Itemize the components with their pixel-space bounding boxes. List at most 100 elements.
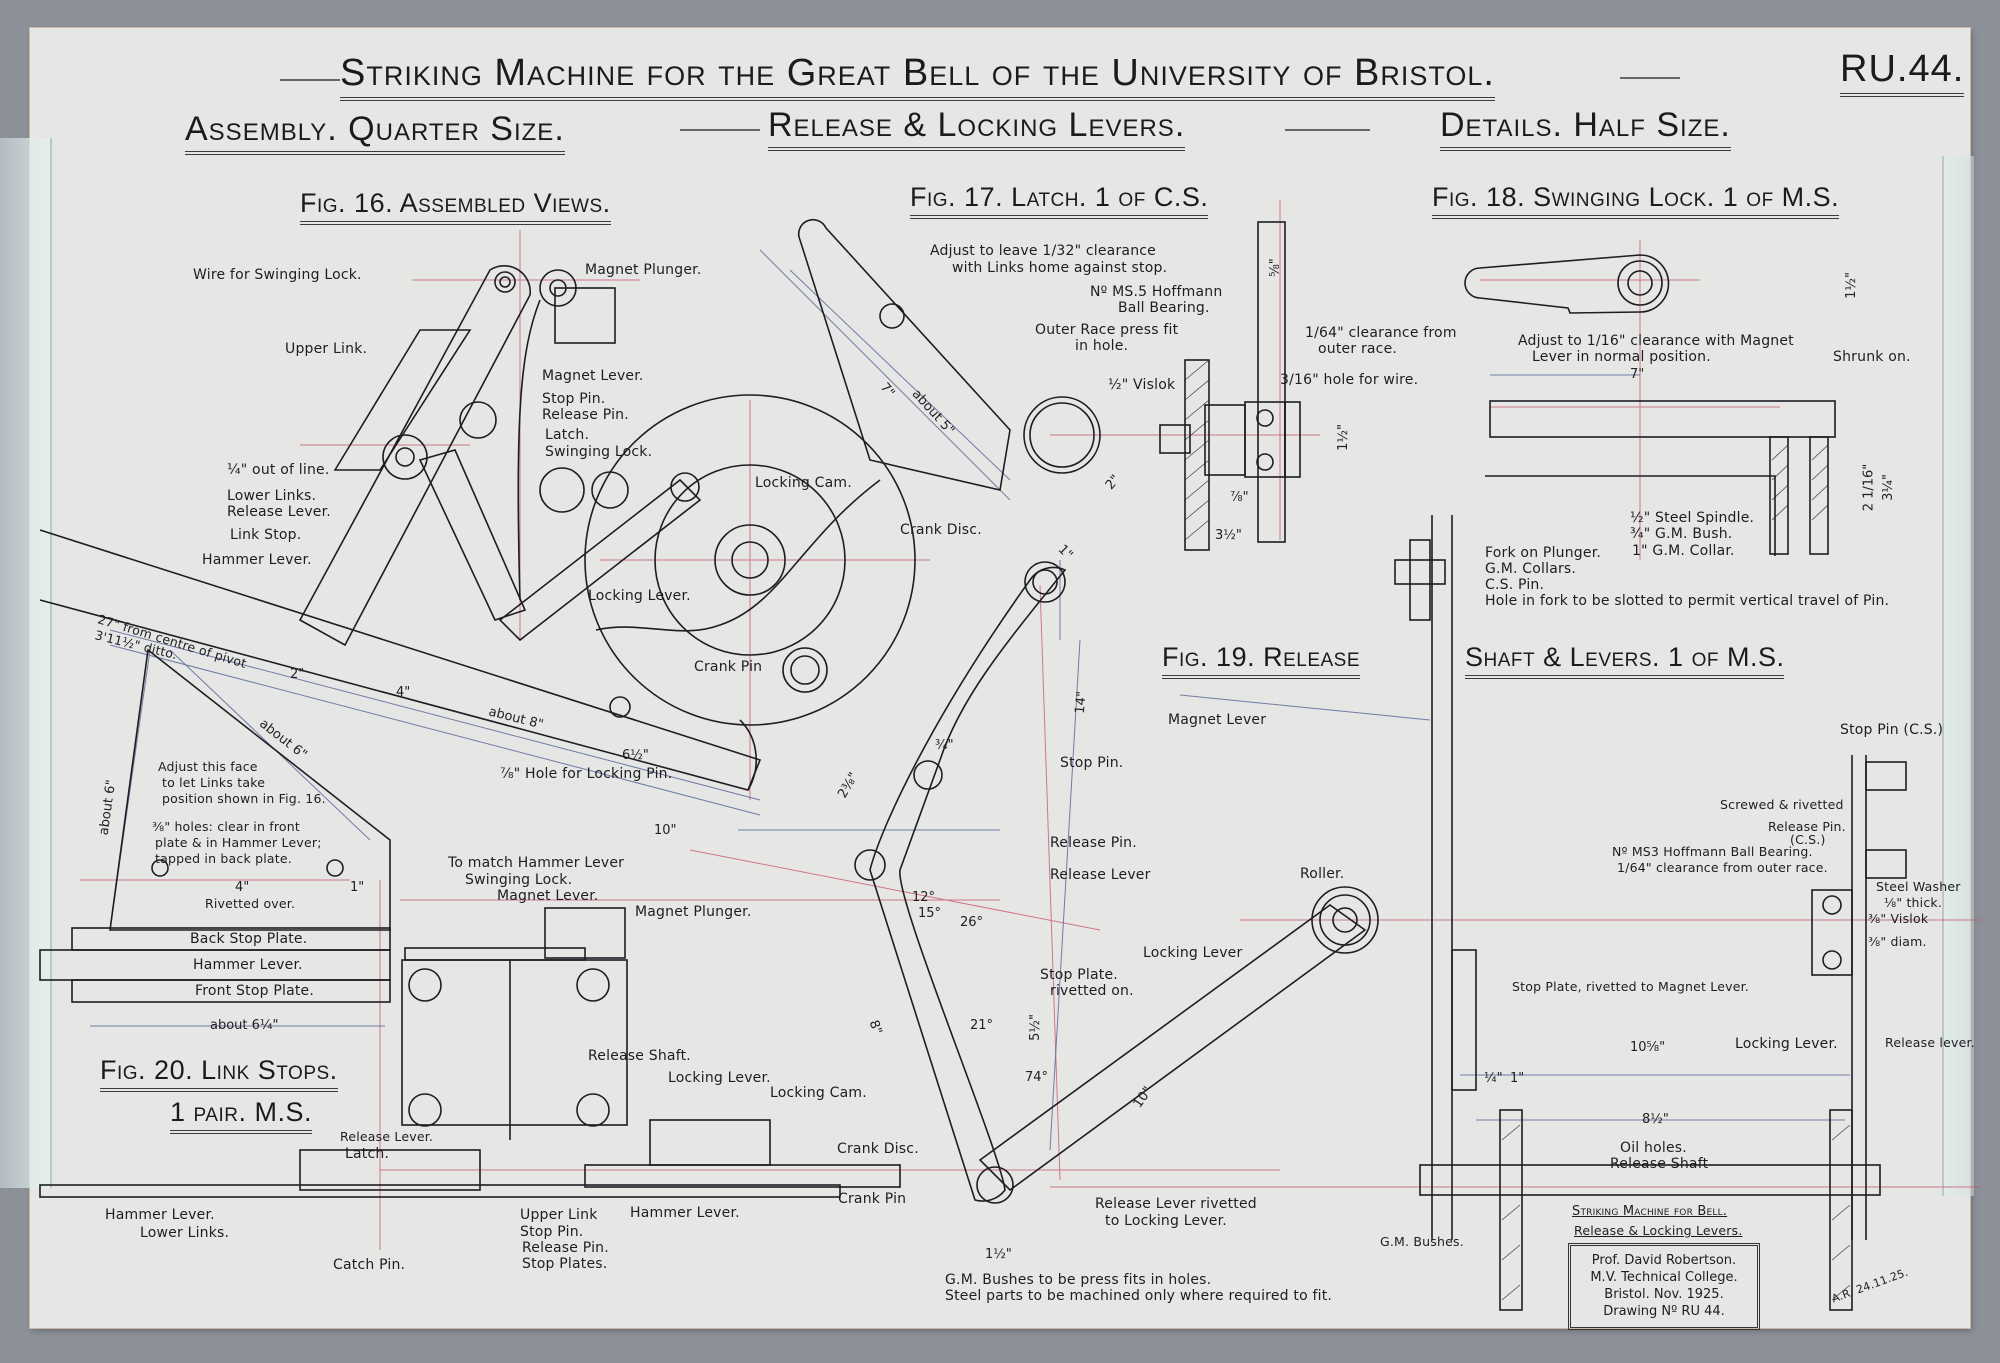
fig19-label-stop-pin-cs: Stop Pin (C.S.) (1840, 722, 1944, 738)
fig19-label-locking-lever-right: Locking Lever. (1735, 1036, 1838, 1052)
fig19-angle-74: 74° (1025, 1070, 1049, 1085)
fig19-label-cs-pin: C.S. Pin. (1485, 577, 1545, 593)
fig19-label-release-pin-cs: Release Pin. (1768, 819, 1846, 834)
fig19-label-release-lever-right: Release lever. (1885, 1035, 1975, 1050)
fig17-label-bearing-2: Ball Bearing. (1118, 300, 1210, 316)
plan-label-crank-pin: Crank Pin (838, 1191, 907, 1207)
fig19-label-release-lever: Release Lever (1050, 867, 1151, 883)
titleblock-drawing-no: Drawing Nº RU 44. (1603, 1304, 1725, 1320)
fig19-dim-3-4: ¾" (935, 738, 954, 753)
plan-label-catch-pin: Catch Pin. (333, 1257, 406, 1273)
label-latch: Latch. (545, 427, 590, 443)
subtitle-release-locking: Release & Locking Levers. (768, 106, 1186, 151)
plan-label-stop-plates: Stop Plates. (522, 1256, 608, 1272)
note-steel-parts: Steel parts to be machined only where re… (945, 1288, 1333, 1305)
fig17-dim-7-8: ⅞" (1230, 490, 1249, 505)
fig18-label-shrunk-on: Shrunk on. (1833, 349, 1911, 365)
subtitle-assembly: Assembly. Quarter Size. (185, 110, 565, 155)
fig17-label-outer-race-2: in hole. (1075, 338, 1129, 354)
fig17-label-vislok: ½" Vislok (1108, 377, 1176, 393)
fig19-label-vislok: ⅜" Vislok (1868, 911, 1929, 926)
fig19-dim-10-5-8: 10⅝" (1630, 1040, 1666, 1055)
fig17-label-clearance: 1/64" clearance from (1305, 325, 1457, 341)
fig19-dim-1-half: 1½" (985, 1247, 1012, 1262)
fig20-label-adjust-3: position shown in Fig. 16. (162, 791, 326, 806)
sheet-title: Striking Machine for the Great Bell of t… (340, 52, 1495, 101)
fig20-label-back-plate: Back Stop Plate. (190, 931, 308, 947)
fig20-label-adjust-2: to let Links take (162, 775, 266, 790)
fig19-label-gm-collars: G.M. Collars. (1485, 561, 1577, 577)
fig19-label-fork-plunger: Fork on Plunger. (1485, 545, 1602, 561)
titleblock-college: M.V. Technical College. (1590, 1270, 1738, 1286)
plan-label-release-shaft: Release Shaft. (588, 1048, 691, 1064)
subtitle-details: Details. Half Size. (1440, 106, 1731, 151)
fig19-angle-12: 12° (912, 890, 936, 905)
fig19-label-stop-pin: Stop Pin. (1060, 755, 1124, 771)
dim-6-half: 6½" (622, 748, 649, 763)
dim-2in: 2" (290, 667, 305, 682)
fig19-label-release-shaft: Release Shaft (1610, 1156, 1709, 1172)
fig19-angle-21: 21° (970, 1018, 994, 1033)
label-release-pin: Release Pin. (542, 407, 629, 423)
fig18-label-gm-bush: ¾" G.M. Bush. (1630, 526, 1733, 542)
fig19-label-thick: ⅛" thick. (1884, 895, 1943, 910)
fig18-label-hole-wire: 3/16" hole for wire. (1280, 372, 1419, 388)
plan-label-release-lever: Release Lever. (340, 1129, 434, 1144)
label-upper-link: Upper Link. (285, 341, 368, 357)
plan-label-crank-disc: Crank Disc. (837, 1141, 919, 1157)
plan-label-swinging-lock: Swinging Lock. (465, 872, 573, 888)
fig16-title: Fig. 16. Assembled Views. (300, 188, 611, 225)
fig19-label-magnet-lever: Magnet Lever (1168, 712, 1267, 728)
plan-label-latch: Latch. (345, 1146, 390, 1162)
fig19-title: Fig. 19. Release (1162, 642, 1361, 679)
label-wire: Wire for Swinging Lock. (193, 267, 362, 283)
dimension-lines (90, 249, 1850, 1151)
label-stop-pin: Stop Pin. (542, 391, 606, 407)
fig17-label-outer-race: Outer Race press fit (1035, 322, 1179, 338)
fig18-dim-7: 7" (1630, 367, 1645, 382)
label-link-stop: Link Stop. (230, 527, 302, 543)
plan-label-release-pin: Release Pin. (522, 1240, 609, 1256)
plan-label-magnet-plunger: Magnet Plunger. (635, 904, 752, 920)
title-block: Prof. David Robertson. M.V. Technical Co… (1568, 1243, 1760, 1330)
fig19-dim-quarter: ¼" (1484, 1071, 1503, 1086)
plan-label-lower-links: Lower Links. (140, 1225, 230, 1241)
fig19-label-bearing-ms3: Nº MS3 Hoffmann Ball Bearing. (1612, 844, 1813, 859)
drawing-reference: RU.44. (1840, 48, 1965, 97)
fig18-label-gm-collar: 1" G.M. Collar. (1632, 543, 1735, 559)
fig19-label-gm-bushes: G.M. Bushes. (1380, 1234, 1464, 1249)
fig18-dim-1-half: 1½" (1843, 272, 1859, 299)
fig19-label-rivetted-on: rivetted on. (1050, 983, 1134, 999)
titleblock-subheading: Release & Locking Levers. (1574, 1223, 1743, 1238)
hatching (1184, 359, 1851, 1301)
label-locking-lever: Locking Lever. (588, 588, 691, 604)
fig19-label-release-pin: Release Pin. (1050, 835, 1137, 851)
fig20-label-adjust: Adjust this face (158, 759, 258, 774)
fig18-dim-height: 2 1/16" (1861, 463, 1877, 512)
fig20-label-holes-2: plate & in Hammer Lever; (155, 835, 322, 850)
fig17-dim-5-8: ⅝" (1267, 258, 1283, 277)
titleblock-author: Prof. David Robertson. (1591, 1253, 1737, 1268)
plan-label-upper-link: Upper Link (520, 1207, 598, 1223)
fig17-label-bearing: Nº MS.5 Hoffmann (1090, 284, 1223, 300)
dim-10in: 10" (654, 823, 677, 838)
mount-clip-right (1942, 156, 1974, 1196)
fig20-subtitle: 1 pair. M.S. (170, 1097, 312, 1134)
fig19-label-bearing-clearance: 1/64" clearance from outer race. (1617, 860, 1828, 875)
fig20-dim-1: 1" (350, 880, 365, 895)
titleblock-heading: Striking Machine for Bell. (1572, 1204, 1728, 1219)
label-hole-locking-pin: ⅞" Hole for Locking Pin. (500, 766, 673, 782)
fig17-dim-3-half: 3½" (1215, 528, 1242, 543)
fig18-label-adjust: Adjust to 1/16" clearance with Magnet (1518, 333, 1794, 349)
fig19-label-stop-plate-rivetted: Stop Plate, rivetted to Magnet Lever. (1512, 979, 1749, 994)
fig19-label-stop-plate: Stop Plate. (1040, 967, 1118, 983)
fig18-dim-total: 3¼" (1880, 474, 1896, 501)
fig20-label-rivetted: Rivetted over. (205, 896, 296, 911)
fig17-title: Fig. 17. Latch. 1 of C.S. (910, 182, 1209, 219)
fig17-label-adjust-2: with Links home against stop. (952, 260, 1168, 276)
fig20-dim-4: 4" (235, 880, 250, 895)
fig17-label-clearance-2: outer race. (1318, 341, 1398, 357)
label-hammer-lever: Hammer Lever. (202, 552, 312, 568)
fig19-label-diam: ⅜" diam. (1868, 934, 1927, 949)
